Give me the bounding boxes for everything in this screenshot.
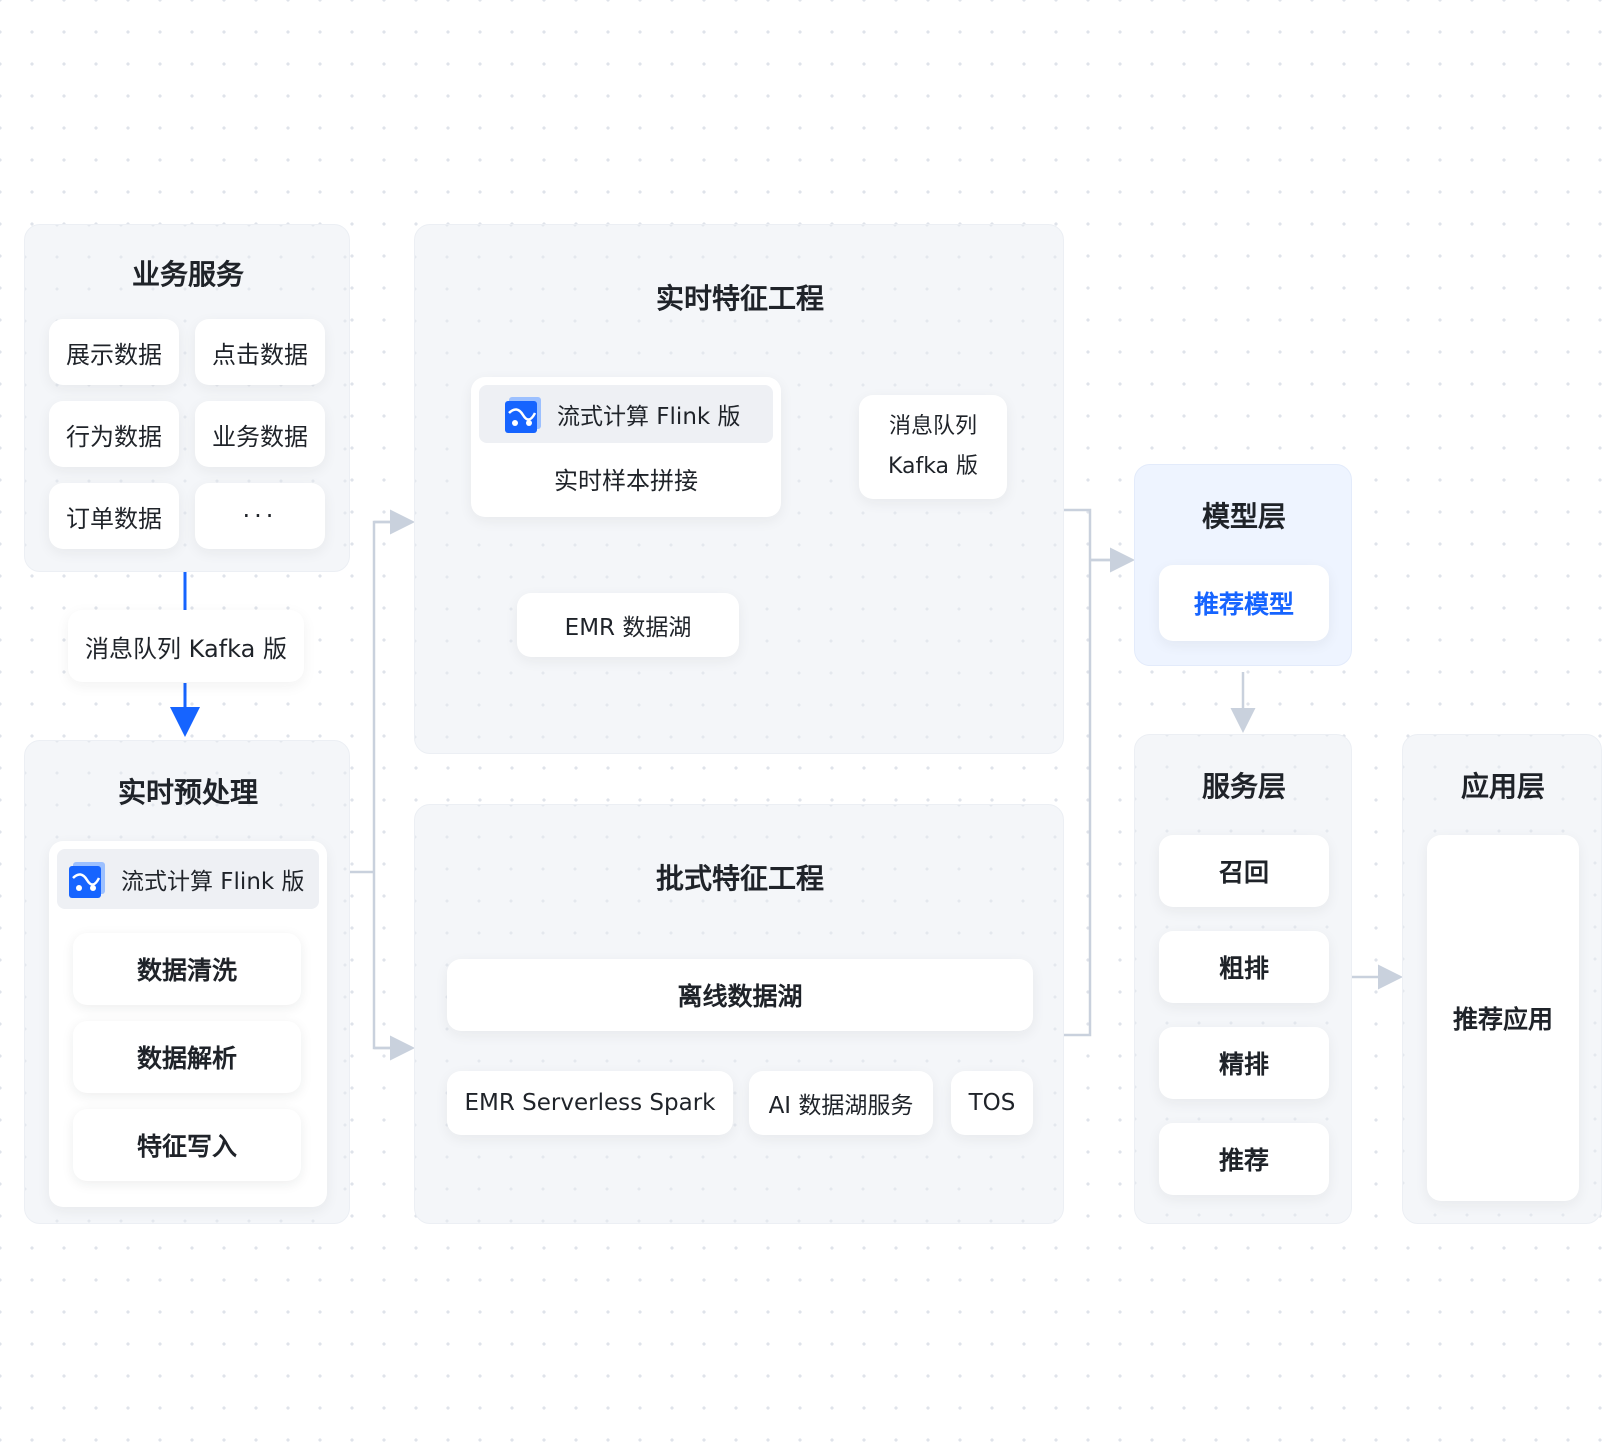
realtime-flink-label: 流式计算 Flink 版 bbox=[557, 404, 741, 430]
flow-branch-preprocess bbox=[348, 520, 392, 1050]
preprocess-flink-card: 流式计算 Flink 版 数据清洗 数据解析 特征写入 bbox=[49, 841, 327, 1207]
realtime-flink-card[interactable]: 流式计算 Flink 版 实时样本拼接 bbox=[471, 377, 781, 517]
preprocess-step[interactable]: 数据清洗 bbox=[73, 933, 301, 1005]
batch-tool[interactable]: AI 数据湖服务 bbox=[749, 1071, 933, 1135]
flink-icon bbox=[69, 862, 105, 898]
model-layer-panel: 模型层 推荐模型 bbox=[1134, 464, 1352, 666]
business-item[interactable]: 订单数据 bbox=[49, 483, 179, 549]
preprocess-flink-label: 流式计算 Flink 版 bbox=[121, 869, 305, 895]
business-service-title: 业务服务 bbox=[131, 258, 244, 291]
realtime-emr-card[interactable]: EMR 数据湖 bbox=[517, 593, 739, 657]
service-item[interactable]: 推荐 bbox=[1159, 1123, 1329, 1195]
preprocess-title: 实时预处理 bbox=[117, 776, 258, 809]
business-item[interactable]: 行为数据 bbox=[49, 401, 179, 467]
batch-tool[interactable]: TOS bbox=[951, 1071, 1033, 1135]
realtime-kafka-line1: 消息队列 bbox=[888, 414, 977, 439]
service-item[interactable]: 召回 bbox=[1159, 835, 1329, 907]
recommend-app-card[interactable]: 推荐应用 bbox=[1427, 835, 1579, 1201]
business-service-panel: 业务服务 展示数据 点击数据 行为数据 业务数据 订单数据 ··· bbox=[24, 224, 350, 572]
service-item[interactable]: 粗排 bbox=[1159, 931, 1329, 1003]
business-item[interactable]: 展示数据 bbox=[49, 319, 179, 385]
kafka-left-card[interactable]: 消息队列 Kafka 版 bbox=[68, 610, 304, 682]
model-layer-title: 模型层 bbox=[1201, 500, 1286, 533]
realtime-feature-panel: 实时特征工程 流式计算 Flink 版 实时样本拼接 消息队列 Kafka 版 … bbox=[414, 224, 1064, 754]
preprocess-panel: 实时预处理 流式计算 Flink 版 数据清洗 数据解析 特征写入 bbox=[24, 740, 350, 1224]
realtime-kafka-line2: Kafka 版 bbox=[887, 454, 979, 479]
realtime-flink-header: 流式计算 Flink 版 bbox=[479, 385, 773, 443]
preprocess-flink-header[interactable]: 流式计算 Flink 版 bbox=[57, 849, 319, 909]
batch-tool[interactable]: EMR Serverless Spark bbox=[447, 1071, 733, 1135]
service-layer-panel: 服务层 召回 粗排 精排 推荐 bbox=[1134, 734, 1352, 1224]
app-layer-panel: 应用层 推荐应用 bbox=[1402, 734, 1602, 1224]
business-item-more[interactable]: ··· bbox=[195, 483, 325, 549]
service-layer-title: 服务层 bbox=[1201, 770, 1286, 803]
business-item[interactable]: 点击数据 bbox=[195, 319, 325, 385]
flink-icon bbox=[505, 397, 541, 433]
realtime-flink-sub: 实时样本拼接 bbox=[554, 467, 698, 495]
preprocess-step[interactable]: 数据解析 bbox=[73, 1021, 301, 1093]
realtime-kafka-card[interactable]: 消息队列 Kafka 版 bbox=[859, 395, 1007, 499]
business-item[interactable]: 业务数据 bbox=[195, 401, 325, 467]
flow-bracket-to-model bbox=[1062, 508, 1128, 1037]
service-item[interactable]: 精排 bbox=[1159, 1027, 1329, 1099]
batch-feature-panel: 批式特征工程 离线数据湖 EMR Serverless Spark AI 数据湖… bbox=[414, 804, 1064, 1224]
app-layer-title: 应用层 bbox=[1460, 770, 1545, 803]
recommend-model-card[interactable]: 推荐模型 bbox=[1159, 565, 1329, 641]
realtime-feature-title: 实时特征工程 bbox=[655, 282, 824, 315]
offline-lake-card[interactable]: 离线数据湖 bbox=[447, 959, 1033, 1031]
batch-feature-title: 批式特征工程 bbox=[655, 862, 824, 895]
preprocess-step[interactable]: 特征写入 bbox=[73, 1109, 301, 1181]
